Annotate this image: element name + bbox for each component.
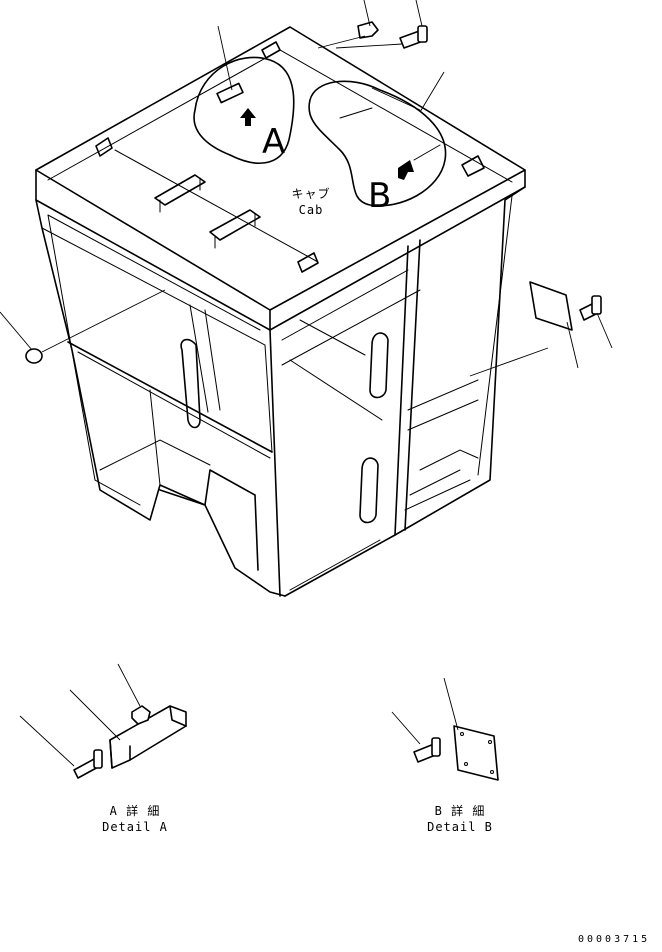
handrail-right-upper: [369, 332, 389, 399]
roof-brackets: [95, 41, 485, 273]
cab-left-frame: [35, 199, 286, 597]
roof-nut-icon: [357, 21, 379, 39]
cab-label-jp: キャブ: [291, 187, 331, 201]
zone-a-plate: [216, 82, 244, 104]
detail-a-drawing: [19, 663, 187, 779]
front-arrow-icon: [398, 160, 414, 180]
handrail-front: [180, 338, 201, 429]
detail-b-label-jp: B 詳 細: [434, 804, 486, 818]
detail-b-label-en: Detail B: [427, 820, 493, 834]
roof-bolt-icon: [399, 25, 428, 49]
cover-plate-icon: [529, 281, 573, 331]
front-arrow-icon: [240, 108, 256, 126]
plug-cap-icon: [25, 348, 43, 364]
zone-a-label: A: [262, 122, 286, 162]
detail-a-label-jp: A 詳 細: [109, 804, 161, 818]
handrail-right-lower: [359, 457, 379, 524]
zone-b-outline: [308, 80, 447, 207]
detail-b-drawing: [391, 677, 499, 781]
zone-a-outline: [193, 56, 295, 164]
cab-label-en: Cab: [298, 203, 324, 217]
cover-bolt-icon: [579, 295, 602, 321]
cab-roof: [35, 26, 526, 331]
drawing-number: 00003715: [578, 934, 651, 945]
zone-b-label: B: [368, 176, 392, 216]
detail-a-label-en: Detail A: [102, 820, 168, 834]
cab-right-frame: [281, 186, 526, 597]
